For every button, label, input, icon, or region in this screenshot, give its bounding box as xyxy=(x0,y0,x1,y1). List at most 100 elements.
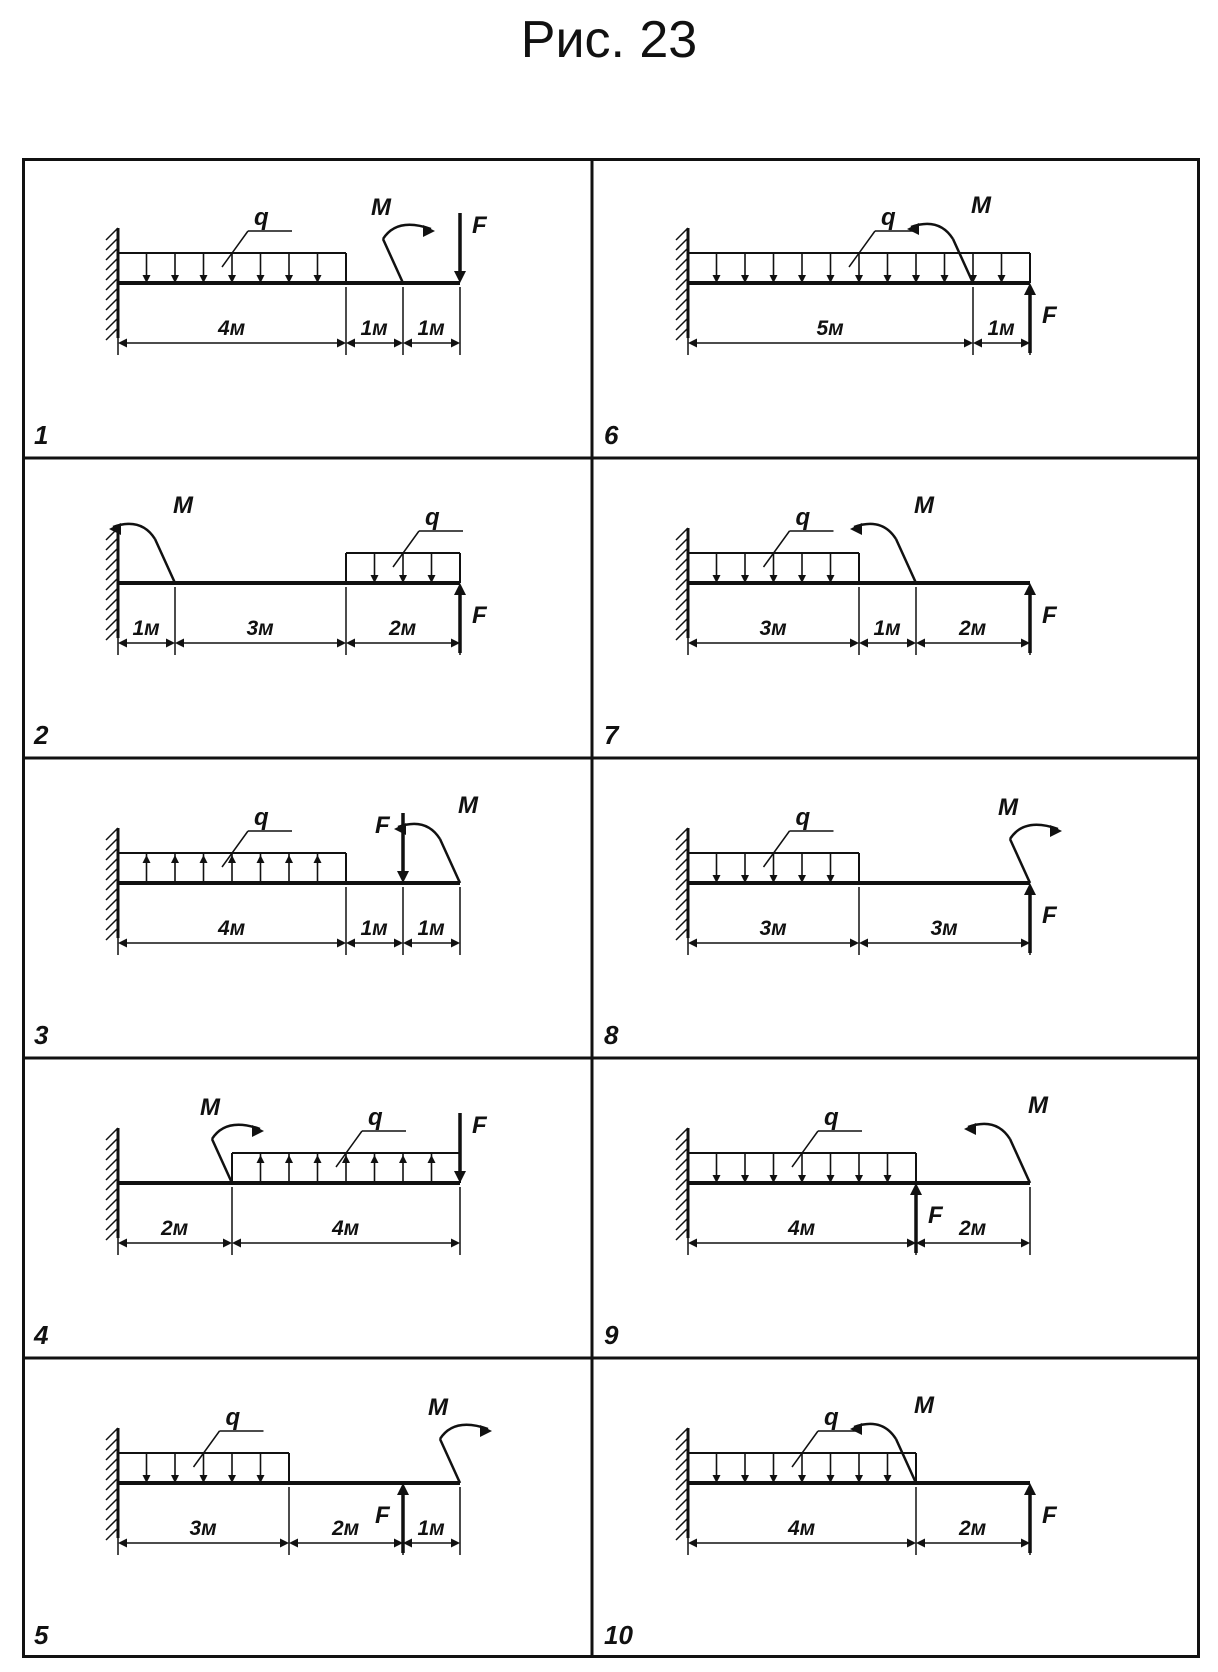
moment-label-M: M xyxy=(914,492,935,519)
moment-M: M xyxy=(850,1392,935,1484)
force-label-F: F xyxy=(472,1112,488,1139)
distributed-load: q xyxy=(117,1404,290,1483)
dimension-lines: 4м 1м 1м xyxy=(117,287,461,355)
force-label-F: F xyxy=(472,602,488,629)
moment-label-M: M xyxy=(1028,1092,1049,1119)
beam-scheme: q F M 4м 1м 1м 1 xyxy=(34,194,488,450)
force-label-F: F xyxy=(472,212,488,239)
force-F: F xyxy=(454,583,488,653)
moment-M: M xyxy=(907,192,992,284)
beam-scheme: qF M 1м 3м 2м 2 xyxy=(33,492,488,750)
force-label-F: F xyxy=(1042,302,1058,329)
moment-label-M: M xyxy=(458,792,479,819)
dimension-label: 4м xyxy=(331,1217,360,1240)
load-label-q: q xyxy=(425,504,440,531)
figure-title: Рис. 23 xyxy=(520,11,698,69)
scheme-number: 10 xyxy=(604,1620,633,1650)
dimension-label: 1м xyxy=(361,917,389,940)
dimension-label: 4м xyxy=(787,1217,816,1240)
scheme-number: 3 xyxy=(34,1020,49,1050)
dimension-label: 3м xyxy=(190,1517,218,1540)
distributed-load: q xyxy=(687,204,1031,283)
distributed-load: q xyxy=(117,804,347,883)
dimension-label: 5м xyxy=(817,317,845,340)
force-F: F xyxy=(1024,583,1058,653)
beam-scheme: qF M 5м 1м 6 xyxy=(604,192,1058,450)
load-label-q: q xyxy=(824,1404,839,1431)
dimension-label: 3м xyxy=(247,617,275,640)
moment-label-M: M xyxy=(200,1094,221,1121)
dimension-lines: 3м 1м 2м xyxy=(687,587,1031,655)
force-F: F xyxy=(1024,283,1058,353)
dimension-label: 1м xyxy=(418,317,446,340)
dimension-label: 1м xyxy=(874,617,902,640)
scheme-number: 9 xyxy=(604,1320,619,1350)
grid-frame xyxy=(22,158,1200,1658)
force-label-F: F xyxy=(375,812,391,839)
moment-M: M xyxy=(850,492,935,584)
scheme-number: 5 xyxy=(34,1620,49,1650)
distributed-load: q xyxy=(687,1104,917,1183)
moment-M: M xyxy=(394,792,479,884)
load-label-q: q xyxy=(796,804,811,831)
scheme-number: 8 xyxy=(604,1020,619,1050)
dimension-label: 4м xyxy=(217,917,246,940)
force-F: F xyxy=(1024,1483,1058,1553)
scheme-number: 1 xyxy=(34,420,48,450)
force-label-F: F xyxy=(1042,1502,1058,1529)
beam-scheme: q F M 2м 4м 4 xyxy=(33,1094,488,1350)
dimension-label: 2м xyxy=(388,617,417,640)
dimension-label: 3м xyxy=(760,617,788,640)
scheme-number: 2 xyxy=(33,720,49,750)
beam-scheme: qF M 3м 3м 8 xyxy=(604,794,1062,1050)
load-label-q: q xyxy=(226,1404,241,1431)
moment-M: M xyxy=(371,194,435,284)
load-label-q: q xyxy=(254,204,269,231)
moment-label-M: M xyxy=(371,194,392,221)
dimension-label: 2м xyxy=(958,617,987,640)
force-label-F: F xyxy=(1042,902,1058,929)
force-label-F: F xyxy=(1042,602,1058,629)
dimension-label: 1м xyxy=(133,617,161,640)
dimension-label: 3м xyxy=(760,917,788,940)
beam-scheme: qF M 4м 2м 10 xyxy=(604,1392,1058,1650)
dimension-label: 2м xyxy=(331,1517,360,1540)
distributed-load: q xyxy=(687,1404,917,1483)
dimension-label: 2м xyxy=(958,1517,987,1540)
moment-M: M xyxy=(964,1092,1049,1184)
distributed-load: q xyxy=(687,804,860,883)
dimension-label: 1м xyxy=(418,1517,446,1540)
force-F: F xyxy=(454,212,488,283)
moment-label-M: M xyxy=(971,192,992,219)
dimension-label: 4м xyxy=(787,1517,816,1540)
dimension-lines: 1м 3м 2м xyxy=(117,587,461,655)
force-label-F: F xyxy=(928,1202,944,1229)
force-F: F xyxy=(375,812,409,883)
distributed-load: q xyxy=(231,1104,461,1183)
load-label-q: q xyxy=(368,1104,383,1131)
dimension-lines: 5м 1м xyxy=(687,287,1031,355)
dimension-label: 1м xyxy=(361,317,389,340)
moment-M: M xyxy=(998,794,1062,884)
dimension-label: 4м xyxy=(217,317,246,340)
load-label-q: q xyxy=(796,504,811,531)
force-F: F xyxy=(1024,883,1058,953)
load-label-q: q xyxy=(881,204,896,231)
force-F: F xyxy=(454,1112,488,1183)
dimension-label: 1м xyxy=(988,317,1016,340)
moment-M: M xyxy=(109,492,194,584)
distributed-load: q xyxy=(117,204,347,283)
dimension-lines: 3м 3м xyxy=(687,887,1031,955)
force-label-F: F xyxy=(375,1502,391,1529)
dimension-label: 3м xyxy=(931,917,959,940)
moment-label-M: M xyxy=(998,794,1019,821)
dimension-lines: 3м 2м 1м xyxy=(117,1487,461,1555)
dimension-label: 2м xyxy=(160,1217,189,1240)
scheme-number: 4 xyxy=(33,1320,49,1350)
scheme-number: 6 xyxy=(604,420,619,450)
load-label-q: q xyxy=(254,804,269,831)
